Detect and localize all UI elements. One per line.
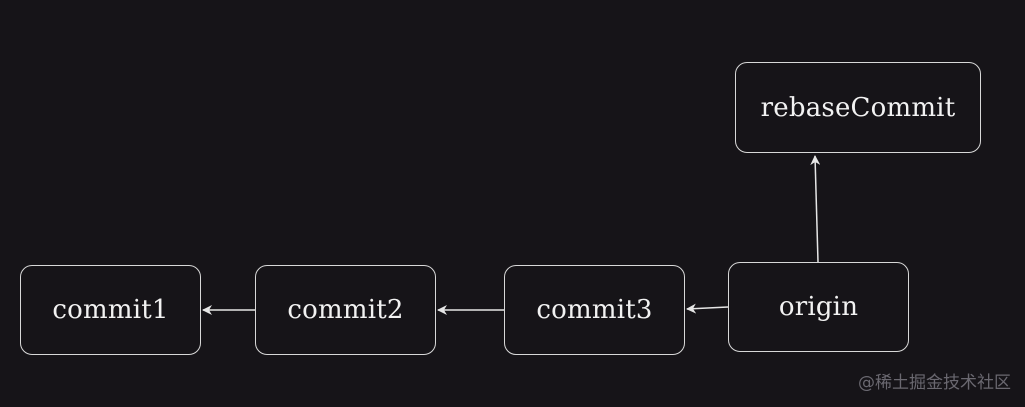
node-commit1: commit1 [20, 265, 201, 355]
node-rebase-commit: rebaseCommit [735, 62, 981, 153]
node-commit3: commit3 [504, 265, 685, 355]
node-commit1-label: commit1 [52, 295, 169, 325]
node-rebase-commit-label: rebaseCommit [760, 92, 956, 123]
node-origin: origin [728, 262, 909, 352]
node-commit2-label: commit2 [287, 295, 404, 325]
node-origin-label: origin [778, 292, 859, 322]
edge-origin-to-rebase-commit [810, 155, 821, 263]
node-commit3-label: commit3 [536, 295, 653, 325]
watermark: @稀土掘金技术社区 [858, 373, 1011, 393]
node-commit2: commit2 [255, 265, 436, 355]
edge-origin-to-commit3 [686, 303, 729, 314]
